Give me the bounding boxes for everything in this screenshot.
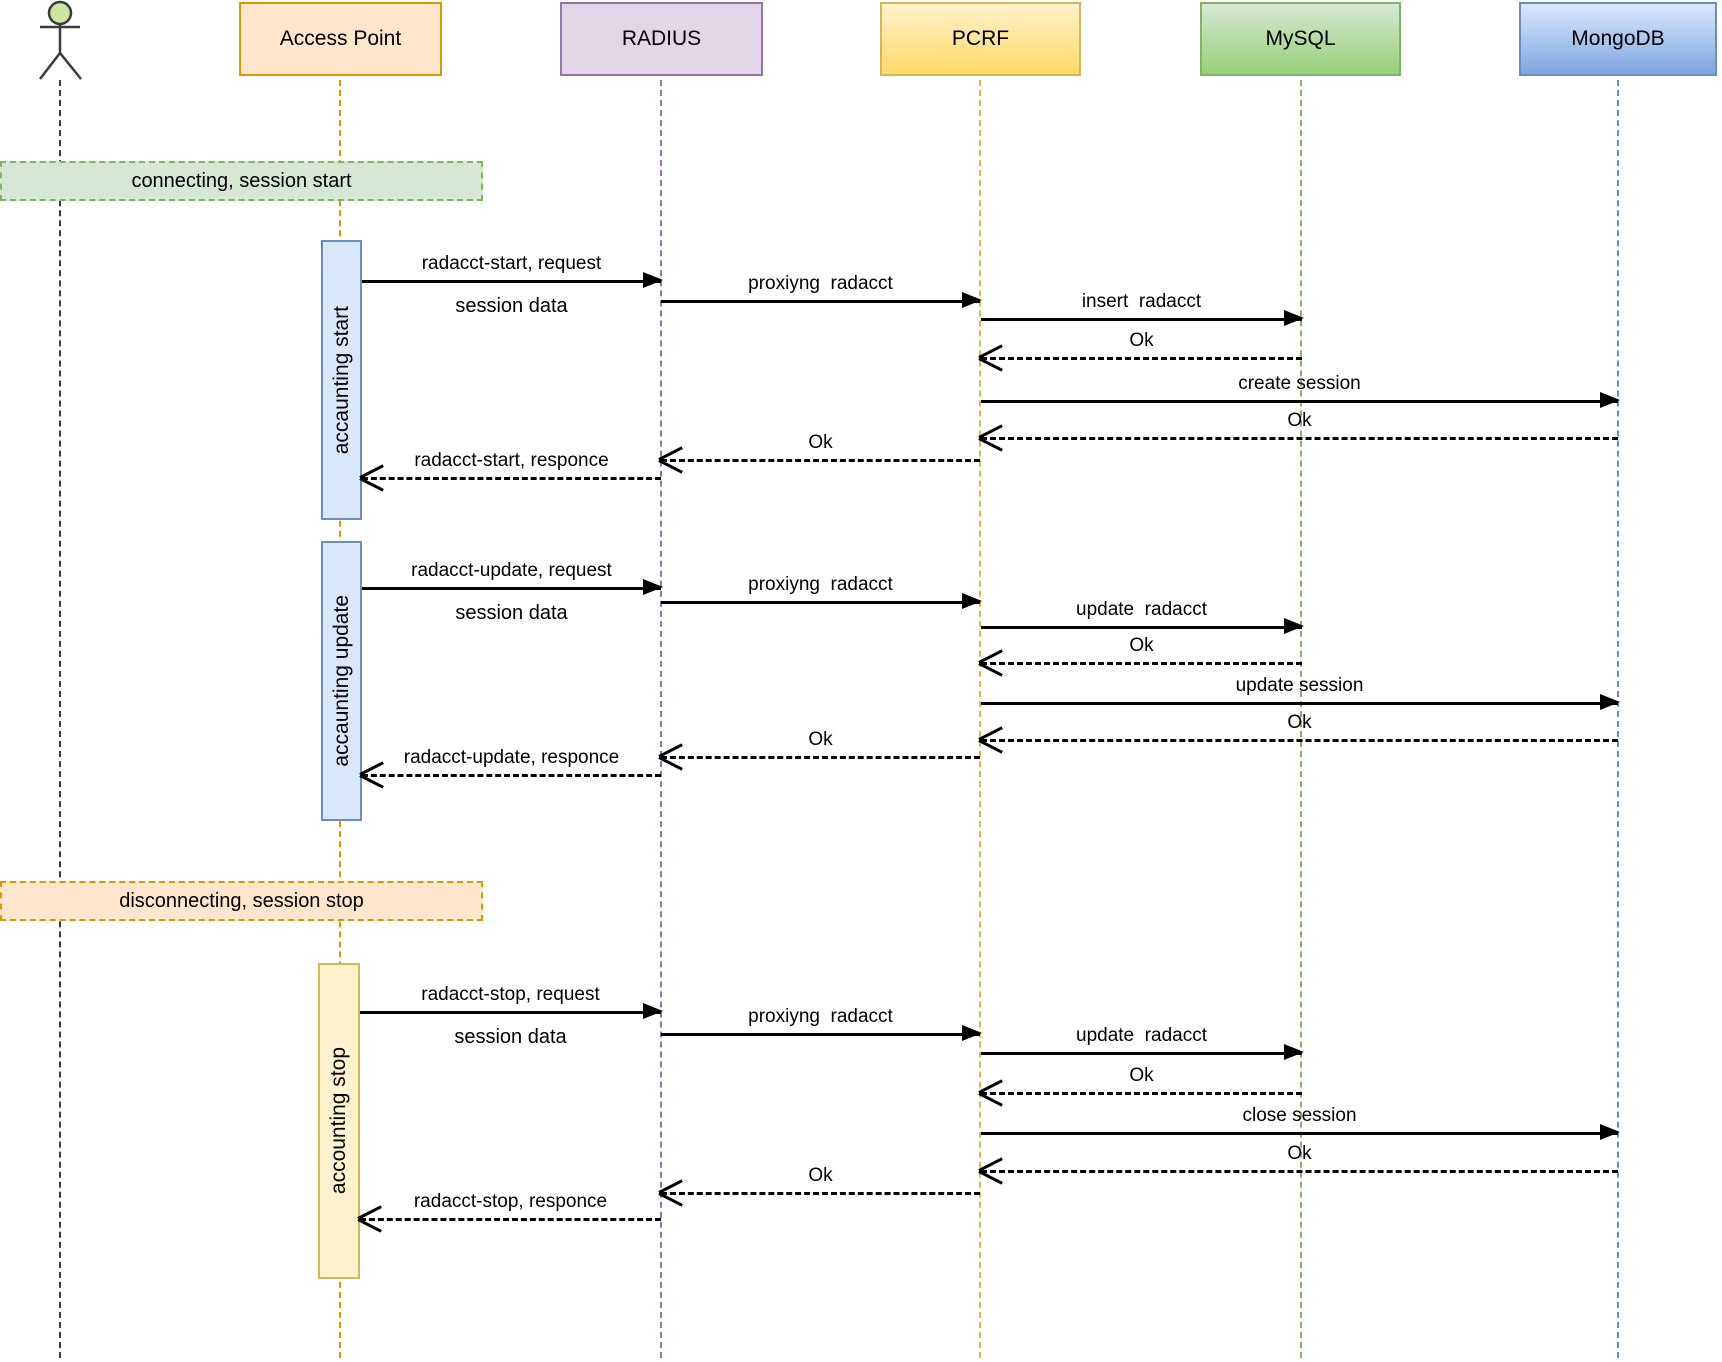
arrow-line xyxy=(981,662,1302,665)
arrowhead-filled-icon xyxy=(1600,392,1620,408)
arrowhead-filled-icon xyxy=(643,272,663,288)
activation-label: accaunting start xyxy=(329,305,353,455)
banner-label: disconnecting, session stop xyxy=(119,889,364,912)
message-label: update radacct xyxy=(1076,599,1207,620)
message-label: proxiyng radacct xyxy=(748,1006,893,1027)
arrow-line xyxy=(981,400,1618,403)
arrow-line xyxy=(981,318,1302,321)
arrow-line xyxy=(360,1011,661,1014)
arrowhead-filled-icon xyxy=(1600,1124,1620,1140)
lifeline-mysql xyxy=(1300,80,1302,1358)
message-label: Ok xyxy=(1129,330,1154,351)
arrowhead-filled-icon xyxy=(1284,310,1304,326)
participant-mysql: MySQL xyxy=(1200,2,1401,76)
message-label: Ok xyxy=(1287,410,1312,431)
arrow-line xyxy=(981,1132,1618,1135)
message-label: create session xyxy=(1238,373,1361,394)
arrow-line xyxy=(981,626,1302,629)
activation-label: accounting stop xyxy=(327,1047,350,1195)
arrowhead-filled-icon xyxy=(1284,1044,1304,1060)
arrowhead-filled-icon xyxy=(1284,618,1304,634)
message-label: proxiyng radacct xyxy=(748,574,893,595)
arrow-line xyxy=(981,437,1618,440)
arrow-line xyxy=(981,1092,1302,1095)
arrow-line xyxy=(360,1218,661,1221)
lifeline-pcrf xyxy=(979,80,981,1358)
participant-label: MongoDB xyxy=(1571,27,1665,50)
message-label: radacct-start, responce xyxy=(414,450,609,471)
arrowhead-filled-icon xyxy=(1600,694,1620,710)
arrow-line xyxy=(661,300,980,303)
arrow-line xyxy=(661,601,980,604)
activation-accounting-stop: accounting stop xyxy=(318,963,360,1279)
message-label: radacct-start, request xyxy=(421,253,602,274)
message-label: Ok xyxy=(808,729,833,750)
message-sublabel: session data xyxy=(454,1026,567,1048)
message-label: radacct-update, responce xyxy=(403,747,620,768)
arrow-line xyxy=(362,587,661,590)
arrowhead-filled-icon xyxy=(962,593,982,609)
message-label: radacct-stop, request xyxy=(421,984,600,1005)
participant-pcrf: PCRF xyxy=(880,2,1081,76)
message-label: Ok xyxy=(1287,1143,1312,1164)
arrowhead-filled-icon xyxy=(643,579,663,595)
arrowhead-filled-icon xyxy=(962,1025,982,1041)
participant-label: PCRF xyxy=(951,27,1010,50)
arrow-line xyxy=(981,702,1618,705)
arrow-line xyxy=(661,1192,980,1195)
banner-session-start: connecting, session start xyxy=(0,161,483,201)
arrow-line xyxy=(362,774,661,777)
message-label: Ok xyxy=(1287,712,1312,733)
participant-access-point: Access Point xyxy=(239,2,442,76)
activation-label: accaunting update xyxy=(329,595,353,767)
lifeline-radius xyxy=(660,80,662,1358)
arrow-line xyxy=(981,357,1302,360)
message-label: Ok xyxy=(808,1165,833,1186)
arrow-line xyxy=(661,1033,980,1036)
message-label: update session xyxy=(1235,675,1364,696)
message-label: Ok xyxy=(1129,1065,1154,1086)
lifeline-mongodb xyxy=(1617,80,1619,1358)
arrow-line xyxy=(981,739,1618,742)
activation-accounting-update: accaunting update xyxy=(321,541,362,821)
lifeline-actor xyxy=(59,80,61,1358)
arrow-line xyxy=(661,756,980,759)
arrowhead-filled-icon xyxy=(643,1003,663,1019)
participant-radius: RADIUS xyxy=(560,2,763,76)
arrow-line xyxy=(362,280,661,283)
arrow-line xyxy=(661,459,980,462)
actor-icon xyxy=(39,0,82,80)
message-sublabel: session data xyxy=(455,602,568,624)
activation-accounting-start: accaunting start xyxy=(321,240,362,520)
arrow-line xyxy=(981,1052,1302,1055)
participant-mongodb: MongoDB xyxy=(1519,2,1717,76)
arrowhead-filled-icon xyxy=(962,292,982,308)
message-label: Ok xyxy=(1129,635,1154,656)
arrow-line xyxy=(981,1170,1618,1173)
message-label: close session xyxy=(1242,1105,1357,1126)
message-sublabel: session data xyxy=(455,295,568,317)
banner-label: connecting, session start xyxy=(131,169,352,192)
participant-label: MySQL xyxy=(1265,27,1336,50)
message-label: update radacct xyxy=(1076,1025,1207,1046)
participant-label: Access Point xyxy=(279,27,402,50)
message-label: proxiyng radacct xyxy=(748,273,893,294)
message-label: radacct-stop, responce xyxy=(413,1191,608,1212)
participant-label: RADIUS xyxy=(621,27,702,50)
arrow-line xyxy=(362,477,661,480)
message-label: Ok xyxy=(808,432,833,453)
message-label: radacct-update, request xyxy=(411,560,612,581)
message-label: insert radacct xyxy=(1081,291,1202,312)
banner-session-stop: disconnecting, session stop xyxy=(0,881,483,921)
